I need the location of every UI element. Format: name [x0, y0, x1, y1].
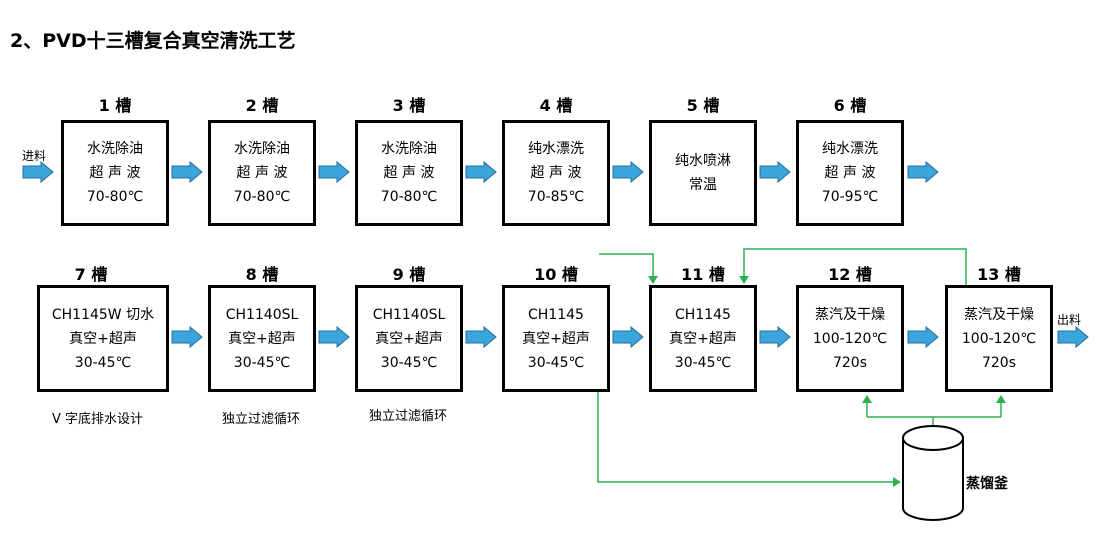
tank-5-line-2: 常温 [689, 177, 717, 193]
tank-12-box: 蒸汽及干燥 100-120℃ 720s [796, 285, 904, 392]
tank-6-line-1: 纯水漂洗 [822, 141, 878, 157]
tank-8-label: 8 槽 [245, 265, 279, 284]
tank-3-line-3: 70-80℃ [380, 189, 438, 205]
tank-2-line-3: 70-80℃ [233, 189, 291, 205]
tank-11-box: CH1145 真空+超声 30-45℃ [649, 285, 757, 392]
flow-arrow-1-2 [171, 160, 203, 184]
still-top [902, 425, 964, 451]
outlet-label: 出料 [1057, 313, 1082, 327]
tank-7-line-1: CH1145W 切水 [51, 306, 155, 323]
tank-12-label: 12 槽 [828, 265, 872, 284]
tank-10-line-2: 真空+超声 [522, 330, 590, 347]
tank-4-line-1: 纯水漂洗 [528, 141, 584, 157]
flow-arrow-6-out [907, 160, 939, 184]
tank-10-label: 10 槽 [534, 265, 578, 284]
tank-6-box: 纯水漂洗 超 声 波 70-95℃ [796, 120, 904, 226]
tank-5-label: 5 槽 [686, 96, 720, 115]
tank-11-line-1: CH1145 [675, 306, 731, 323]
flow-arrow-12-13 [907, 325, 939, 349]
tank-6-label: 6 槽 [833, 96, 867, 115]
still-inlet-arrowhead [893, 477, 901, 487]
tank-7-box: CH1145W 切水 真空+超声 30-45℃ [37, 285, 169, 392]
outlet-arrow [1057, 325, 1089, 349]
tank-4-line-2: 超 声 波 [530, 165, 582, 181]
tank-10-line-1: CH1145 [528, 306, 584, 323]
tank-9-line-3: 30-45℃ [380, 354, 438, 371]
tank-2-box: 水洗除油 超 声 波 70-80℃ [208, 120, 316, 226]
tank-7-line-2: 真空+超声 [69, 330, 137, 347]
tank-1-line-1: 水洗除油 [87, 141, 143, 157]
overflow-line-to-11 [599, 253, 654, 277]
tank-8-note: 独立过滤循环 [222, 412, 301, 427]
tank-3-label: 3 槽 [392, 96, 426, 115]
return-line-13-to-11 [743, 248, 967, 285]
tank-6-line-3: 70-95℃ [821, 189, 879, 205]
tank-12-line-1: 蒸汽及干燥 [815, 306, 885, 323]
flow-arrow-8-9 [318, 325, 350, 349]
vapor-arrowhead-12 [862, 395, 872, 403]
flow-arrow-10-11 [612, 325, 644, 349]
flow-arrow-4-5 [612, 160, 644, 184]
tank-1-label: 1 槽 [98, 96, 132, 115]
flow-arrow-9-10 [465, 325, 497, 349]
tank-9-note: 独立过滤循环 [369, 409, 448, 424]
tank-5-box: 纯水喷淋 常温 [649, 120, 757, 226]
tank-9-box: CH1140SL 真空+超声 30-45℃ [355, 285, 463, 392]
tank-8-line-2: 真空+超声 [228, 330, 296, 347]
tank-7-line-3: 30-45℃ [74, 354, 132, 371]
inlet-arrow [22, 160, 54, 184]
tank-9-line-1: CH1140SL [372, 306, 446, 323]
still-body [902, 438, 964, 521]
tank-3-line-1: 水洗除油 [381, 141, 437, 157]
return-arrowhead-11 [739, 276, 749, 284]
flow-arrow-3-4 [465, 160, 497, 184]
tank-4-label: 4 槽 [539, 96, 573, 115]
tank-1-box: 水洗除油 超 声 波 70-80℃ [61, 120, 169, 226]
tank-13-label: 13 槽 [977, 265, 1021, 284]
tank-8-line-3: 30-45℃ [233, 354, 291, 371]
tank-2-line-2: 超 声 波 [236, 165, 288, 181]
tank-8-box: CH1140SL 真空+超声 30-45℃ [208, 285, 316, 392]
inlet-label: 进料 [22, 149, 47, 163]
flow-arrow-7-8 [171, 325, 203, 349]
still-label: 蒸馏釜 [966, 476, 1008, 492]
flow-arrow-11-12 [759, 325, 791, 349]
flow-arrow-2-3 [318, 160, 350, 184]
tank-1-line-2: 超 声 波 [89, 165, 141, 181]
tank-10-line-3: 30-45℃ [527, 354, 585, 371]
tank-12-line-2: 100-120℃ [812, 330, 888, 347]
tank-2-line-1: 水洗除油 [234, 141, 290, 157]
tank-3-box: 水洗除油 超 声 波 70-80℃ [355, 120, 463, 226]
tank-11-line-3: 30-45℃ [674, 354, 732, 371]
tank-9-line-2: 真空+超声 [375, 330, 443, 347]
tank-1-line-3: 70-80℃ [86, 189, 144, 205]
tank-12-line-3: 720s [832, 354, 867, 371]
tank-6-line-2: 超 声 波 [824, 165, 876, 181]
tank-4-line-3: 70-85℃ [527, 189, 585, 205]
vapor-arrowhead-13 [996, 395, 1006, 403]
tank-8-line-1: CH1140SL [225, 306, 299, 323]
tank-7-label: 7 槽 [74, 265, 108, 284]
flow-arrow-5-6 [759, 160, 791, 184]
tank-5-line-1: 纯水喷淋 [675, 153, 731, 169]
diagram-title: 2、PVD十三槽复合真空清洗工艺 [10, 30, 296, 52]
tank-3-line-2: 超 声 波 [383, 165, 435, 181]
tank-10-box: CH1145 真空+超声 30-45℃ [502, 285, 610, 392]
tank-11-label: 11 槽 [681, 265, 725, 284]
tank-2-label: 2 槽 [245, 96, 279, 115]
tank-13-line-2: 100-120℃ [961, 330, 1037, 347]
tank-7-note: V 字底排水设计 [52, 412, 144, 427]
tank-13-box: 蒸汽及干燥 100-120℃ 720s [945, 285, 1053, 392]
tank-13-line-1: 蒸汽及干燥 [964, 306, 1034, 323]
drain-line-10-to-still [597, 392, 893, 483]
overflow-arrowhead-11 [648, 276, 658, 284]
tank-13-line-3: 720s [981, 354, 1016, 371]
tank-9-label: 9 槽 [392, 265, 426, 284]
tank-4-box: 纯水漂洗 超 声 波 70-85℃ [502, 120, 610, 226]
tank-11-line-2: 真空+超声 [669, 330, 737, 347]
